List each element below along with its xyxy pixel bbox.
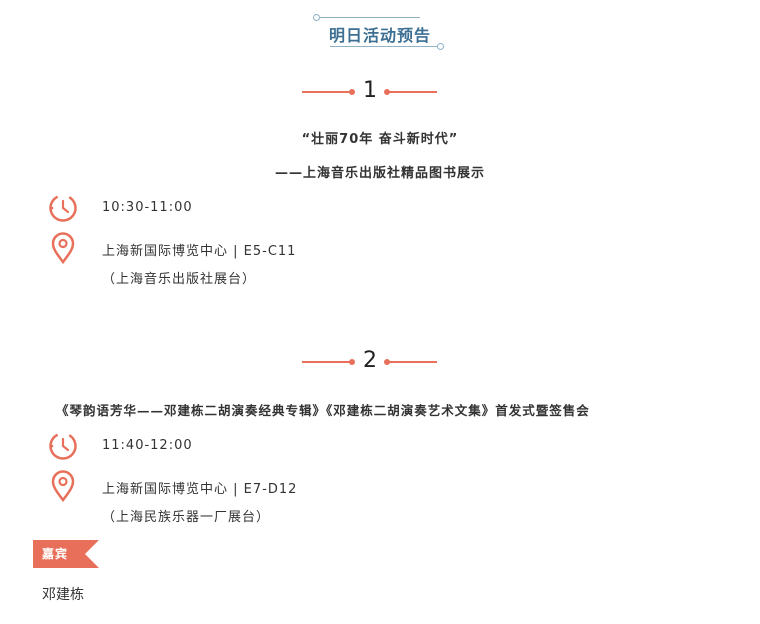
event-time: 11:40-12:00 <box>102 438 193 453</box>
event-location: 上海新国际博览中心 | E7-D12 <box>102 482 298 497</box>
event-location-detail: （上海音乐出版社展台） <box>102 272 257 287</box>
page-title: 明日活动预告 <box>328 26 431 45</box>
divider-dot-left <box>349 89 355 95</box>
clock-icon <box>48 431 78 461</box>
event-title-line2: ——上海音乐出版社精品图书展示 <box>274 166 485 181</box>
event-title-line1: 《琴韵语芳华——邓建栋二胡演奏经典专辑》《邓建栋二胡演奏艺术文集》首发式暨签售会 <box>56 403 590 418</box>
divider-dot-left <box>349 359 355 365</box>
divider-dot-right <box>384 89 390 95</box>
event-location: 上海新国际博览中心 | E5-C11 <box>102 244 297 259</box>
map-pin-icon <box>51 470 75 502</box>
header-decoration-dot-left <box>313 14 320 21</box>
map-pin-icon <box>51 232 75 264</box>
event-number: 1 <box>363 78 377 103</box>
divider-line-right <box>389 361 437 363</box>
header-decoration-dot-right <box>437 43 444 50</box>
event-number: 2 <box>363 348 377 373</box>
header-decoration-line-top <box>320 17 420 18</box>
divider-line-left <box>302 91 350 93</box>
event-title-line1: “壮丽70年 奋斗新时代” <box>301 132 459 147</box>
header-decoration-line-bottom <box>330 46 438 47</box>
guest-label: 嘉宾 <box>42 547 69 561</box>
clock-icon <box>48 193 78 223</box>
guest-tag <box>33 540 99 568</box>
guest-name: 邓建栋 <box>42 587 84 603</box>
divider-line-left <box>302 361 350 363</box>
event-location-detail: （上海民族乐器一厂展台） <box>102 510 271 525</box>
divider-dot-right <box>384 359 390 365</box>
divider-line-right <box>389 91 437 93</box>
event-time: 10:30-11:00 <box>102 200 193 215</box>
